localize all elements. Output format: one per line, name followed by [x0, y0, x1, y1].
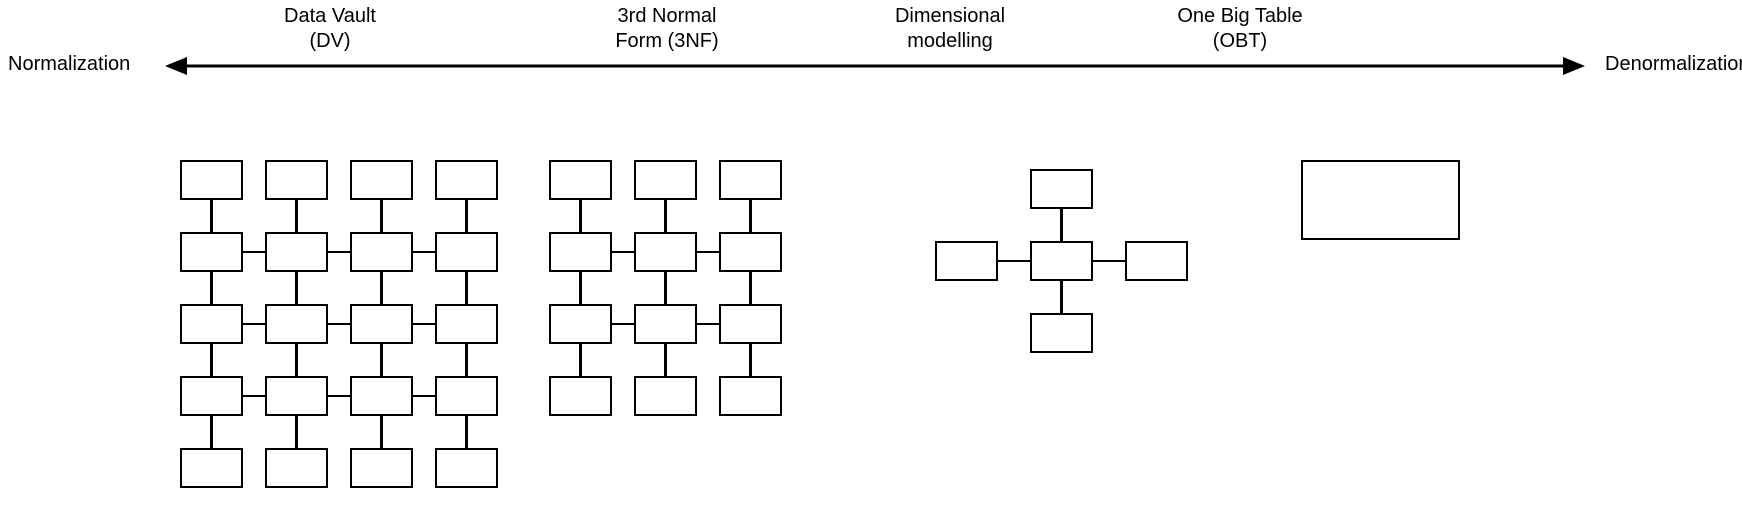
- entity-box: [549, 376, 612, 416]
- connector-horizontal: [328, 250, 350, 254]
- connector-vertical: [295, 344, 298, 376]
- entity-box: [549, 304, 612, 344]
- connector-vertical: [210, 200, 213, 232]
- connector-vertical: [380, 416, 383, 448]
- connector-vertical: [465, 272, 468, 304]
- stage-caption-one-big-table: One Big Table (OBT): [1177, 5, 1303, 52]
- connector-vertical: [664, 200, 667, 232]
- stage-caption-third-normal-form: 3rd Normal Form (3NF): [615, 5, 719, 52]
- connector-horizontal: [243, 250, 265, 254]
- connector-horizontal: [243, 322, 265, 326]
- entity-box: [719, 376, 782, 416]
- connector-horizontal: [612, 250, 634, 254]
- connector-vertical: [465, 416, 468, 448]
- connector-horizontal: [243, 394, 265, 398]
- entity-box-fact-center: [1030, 241, 1093, 281]
- connector-vertical: [749, 344, 752, 376]
- stage-caption-data-vault: Data Vault (DV): [284, 5, 376, 52]
- entity-box: [180, 448, 243, 488]
- connector-vertical: [380, 344, 383, 376]
- connector-horizontal: [328, 322, 350, 326]
- entity-box: [180, 232, 243, 272]
- connector-horizontal: [697, 322, 719, 326]
- axis-label-normalization: Normalization: [8, 53, 131, 75]
- entity-box: [180, 376, 243, 416]
- entity-box-satellite-top: [1030, 169, 1093, 209]
- connector-horizontal: [998, 259, 1030, 263]
- axis-label-denormalization: Denormalization: [1605, 53, 1742, 75]
- entity-box: [634, 232, 697, 272]
- connector-vertical: [465, 200, 468, 232]
- connector-vertical: [380, 272, 383, 304]
- entity-box: [719, 304, 782, 344]
- entity-box-satellite-right: [1125, 241, 1188, 281]
- entity-box: [180, 160, 243, 200]
- connector-vertical: [295, 416, 298, 448]
- connector-horizontal: [1093, 259, 1125, 263]
- connector-horizontal: [328, 394, 350, 398]
- connector-horizontal: [413, 250, 435, 254]
- entity-box: [435, 232, 498, 272]
- connector-vertical: [380, 200, 383, 232]
- entity-box: [265, 304, 328, 344]
- entity-box: [435, 304, 498, 344]
- entity-box: [719, 160, 782, 200]
- entity-box: [719, 232, 782, 272]
- connector-horizontal: [413, 322, 435, 326]
- entity-box: [180, 304, 243, 344]
- entity-box: [549, 232, 612, 272]
- connector-vertical: [664, 344, 667, 376]
- entity-box-one-big-table: [1301, 160, 1460, 240]
- entity-box: [265, 160, 328, 200]
- entity-box: [350, 304, 413, 344]
- entity-box: [350, 448, 413, 488]
- entity-box: [265, 376, 328, 416]
- entity-box: [350, 160, 413, 200]
- connector-vertical: [579, 344, 582, 376]
- connector-horizontal: [413, 394, 435, 398]
- entity-box: [265, 448, 328, 488]
- entity-box: [634, 376, 697, 416]
- entity-box: [435, 376, 498, 416]
- entity-box: [350, 232, 413, 272]
- connector-vertical: [210, 416, 213, 448]
- connector-vertical: [210, 344, 213, 376]
- connector-vertical: [1060, 209, 1063, 241]
- entity-box: [634, 160, 697, 200]
- connector-vertical: [664, 272, 667, 304]
- connector-vertical: [295, 200, 298, 232]
- double-headed-arrow-icon: [165, 57, 1585, 75]
- entity-box: [435, 160, 498, 200]
- entity-box-satellite-left: [935, 241, 998, 281]
- connector-horizontal: [697, 250, 719, 254]
- connector-vertical: [749, 200, 752, 232]
- connector-vertical: [210, 272, 213, 304]
- connector-vertical: [579, 200, 582, 232]
- entity-box-satellite-bottom: [1030, 313, 1093, 353]
- connector-vertical: [1060, 281, 1063, 313]
- entity-box: [634, 304, 697, 344]
- connector-vertical: [295, 272, 298, 304]
- entity-box: [350, 376, 413, 416]
- entity-box: [435, 448, 498, 488]
- entity-box: [549, 160, 612, 200]
- entity-box: [265, 232, 328, 272]
- connector-horizontal: [612, 322, 634, 326]
- connector-vertical: [749, 272, 752, 304]
- connector-vertical: [579, 272, 582, 304]
- connector-vertical: [465, 344, 468, 376]
- stage-caption-dimensional: Dimensional modelling: [894, 5, 1006, 52]
